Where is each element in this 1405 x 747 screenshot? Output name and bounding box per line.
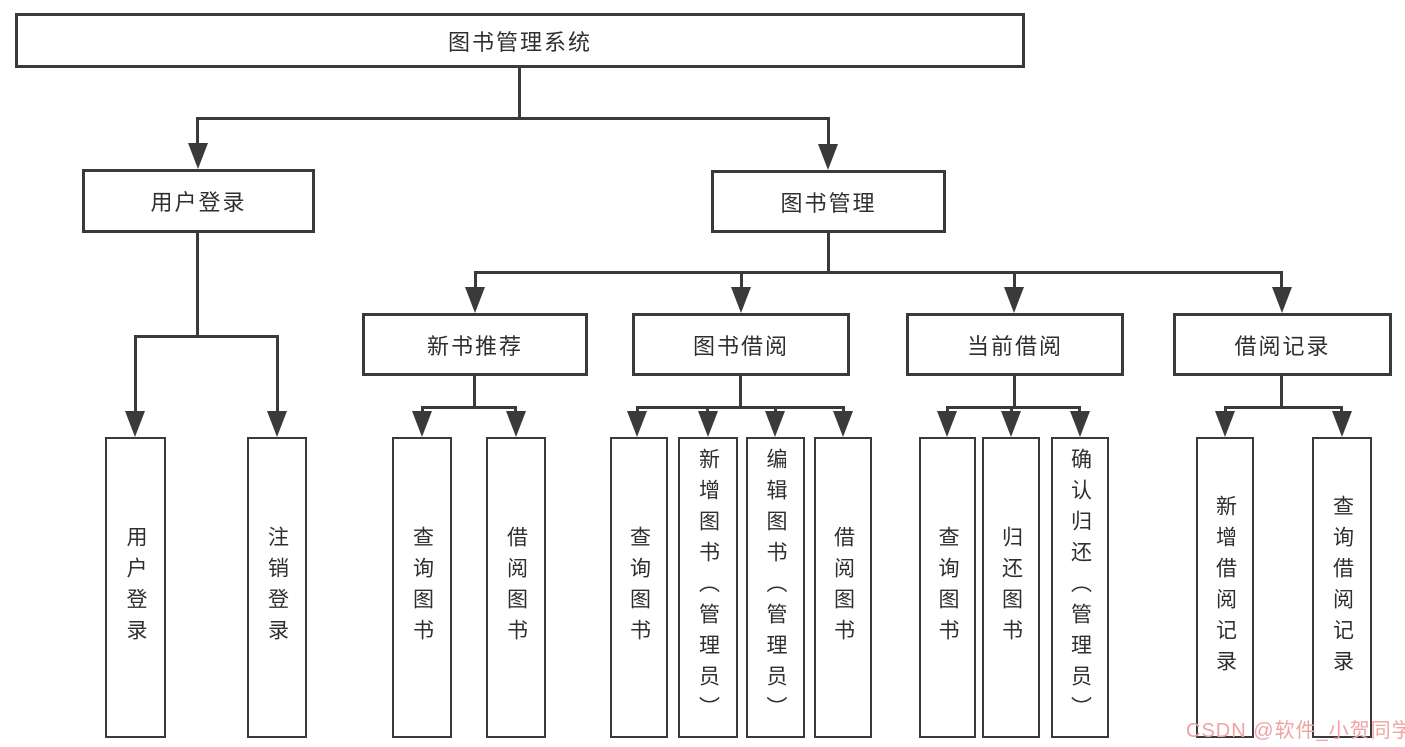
connector-line: [1010, 406, 1013, 414]
connector-line: [946, 406, 949, 414]
leaf-add-borrow-record: 新增借阅记录: [1196, 437, 1254, 738]
leaf-label: 借阅图书: [504, 525, 528, 650]
node-borrow-records: 借阅记录: [1173, 313, 1392, 376]
leaf-label: 归还图书: [999, 525, 1023, 650]
arrowhead-icon: [465, 287, 485, 313]
node-label: 图书管理: [780, 190, 877, 216]
connector-line: [1013, 376, 1016, 407]
leaf-confirm-return-admin: 确认归还（管理员）: [1051, 437, 1109, 738]
leaf-label: 查询借阅记录: [1330, 494, 1354, 681]
connector-line: [1340, 406, 1343, 414]
leaf-user-login: 用户登录: [105, 437, 166, 738]
node-book-borrow: 图书借阅: [632, 313, 850, 376]
connector-line: [842, 406, 845, 414]
node-label: 借阅记录: [1234, 333, 1331, 359]
node-root: 图书管理系统: [15, 13, 1025, 68]
leaf-return-books: 归还图书: [982, 437, 1040, 738]
leaf-edit-books-admin: 编辑图书（管理员）: [746, 437, 805, 738]
connector-line: [774, 406, 777, 414]
arrowhead-icon: [937, 411, 957, 437]
leaf-borrow-books: 借阅图书: [814, 437, 872, 738]
arrowhead-icon: [267, 411, 287, 437]
arrowhead-icon: [833, 411, 853, 437]
leaf-label: 查询图书: [936, 525, 959, 650]
node-user-login: 用户登录: [82, 169, 315, 233]
node-current-borrow: 当前借阅: [906, 313, 1124, 376]
leaf-label: 新增借阅记录: [1213, 494, 1237, 681]
connector-line: [706, 406, 709, 414]
connector-line: [196, 233, 199, 336]
arrowhead-icon: [698, 411, 718, 437]
arrowhead-icon: [1004, 287, 1024, 313]
leaf-query-books-borrow: 查询图书: [610, 437, 668, 738]
arrowhead-icon: [1001, 411, 1021, 437]
leaf-query-books-recommend: 查询图书: [392, 437, 452, 738]
connector-line: [946, 406, 1081, 409]
connector-line: [514, 406, 517, 414]
node-label: 新书推荐: [426, 333, 523, 359]
leaf-logout: 注销登录: [247, 437, 307, 738]
connector-line: [134, 335, 279, 338]
connector-line: [421, 406, 516, 409]
connector-line: [421, 406, 424, 414]
leaf-label: 确认归还（管理员）: [1068, 448, 1092, 727]
csdn-watermark: CSDN @软件_小贺同学: [1186, 720, 1405, 742]
connector-line: [196, 117, 830, 120]
node-book-management: 图书管理: [711, 170, 946, 233]
node-label: 图书借阅: [692, 333, 789, 359]
leaf-label: 查询图书: [410, 525, 434, 650]
arrowhead-icon: [125, 411, 145, 437]
leaf-label: 用户登录: [124, 525, 147, 650]
arrowhead-icon: [1070, 411, 1090, 437]
arrowhead-icon: [627, 411, 647, 437]
arrowhead-icon: [506, 411, 526, 437]
leaf-add-books-admin: 新增图书（管理员）: [678, 437, 738, 738]
node-root-label: 图书管理系统: [447, 29, 592, 55]
leaf-label: 借阅图书: [831, 525, 855, 650]
connector-line: [739, 376, 742, 407]
arrowhead-icon: [188, 143, 208, 169]
leaf-label: 新增图书（管理员）: [696, 448, 720, 727]
leaf-label: 编辑图书（管理员）: [764, 448, 787, 727]
connector-line: [636, 406, 639, 414]
connector-line: [636, 406, 845, 409]
connector-line: [134, 335, 137, 413]
connector-line: [1224, 406, 1342, 409]
node-label: 用户登录: [150, 190, 247, 215]
leaf-query-borrow-record: 查询借阅记录: [1312, 437, 1372, 738]
connector-line: [276, 335, 279, 413]
arrowhead-icon: [765, 411, 785, 437]
connector-line: [518, 68, 521, 118]
leaf-borrow-books-recommend: 借阅图书: [486, 437, 546, 738]
leaf-query-books-current: 查询图书: [919, 437, 976, 738]
arrowhead-icon: [731, 287, 751, 313]
leaf-label: 注销登录: [265, 525, 289, 650]
connector-line: [827, 233, 830, 272]
connector-line: [1224, 406, 1227, 414]
connector-line: [1078, 406, 1081, 414]
arrowhead-icon: [412, 411, 432, 437]
connector-line: [473, 376, 476, 407]
connector-line: [1280, 376, 1283, 407]
connector-line: [740, 271, 743, 289]
node-new-book-recommend: 新书推荐: [362, 313, 588, 376]
leaf-label: 查询图书: [627, 525, 651, 650]
arrowhead-icon: [1215, 411, 1235, 437]
arrowhead-icon: [818, 144, 838, 170]
node-label: 当前借阅: [966, 333, 1063, 359]
connector-line: [474, 271, 1283, 274]
connector-line: [827, 117, 830, 146]
arrowhead-icon: [1332, 411, 1352, 437]
connector-line: [196, 117, 199, 145]
connector-line: [1013, 271, 1016, 289]
connector-line: [1280, 271, 1283, 289]
arrowhead-icon: [1272, 287, 1292, 313]
connector-line: [474, 271, 477, 289]
